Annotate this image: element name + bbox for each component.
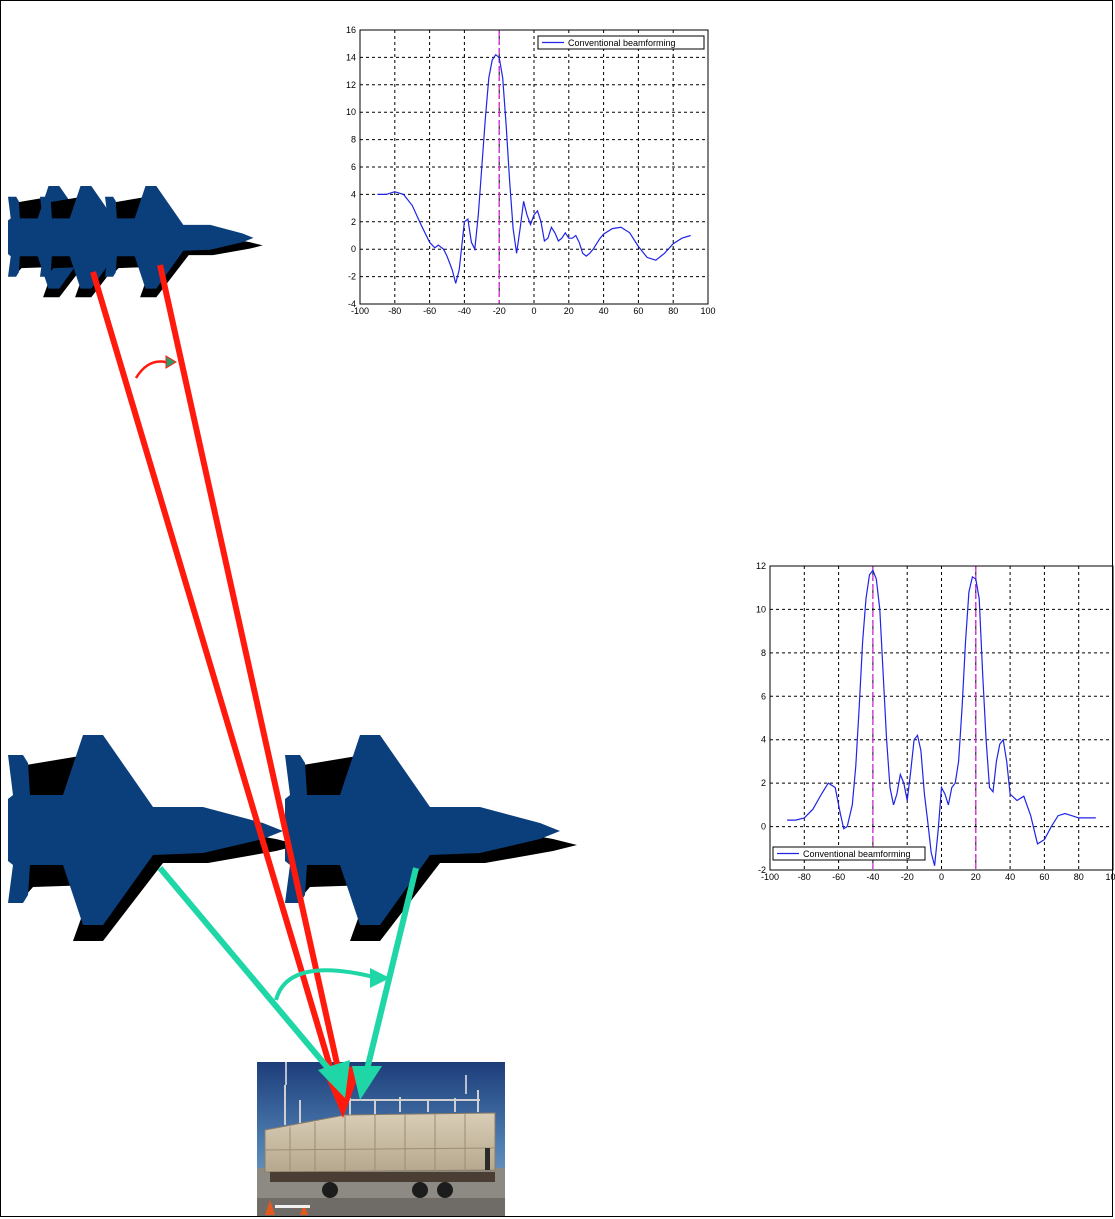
y-tick-label: 12 — [346, 80, 356, 90]
y-tick-label: 4 — [351, 189, 356, 199]
y-tick-label: 10 — [756, 604, 766, 614]
x-tick-label: -60 — [423, 306, 436, 316]
x-tick-label: 20 — [971, 872, 981, 882]
fighter-jet-icon — [105, 186, 263, 298]
x-tick-label: 60 — [633, 306, 643, 316]
aircraft-pair-bottom — [8, 735, 577, 941]
y-tick-label: 4 — [761, 735, 766, 745]
x-tick-label: -40 — [866, 872, 879, 882]
y-tick-label: 10 — [346, 107, 356, 117]
x-tick-label: -80 — [798, 872, 811, 882]
y-tick-label: -4 — [348, 299, 356, 309]
y-tick-label: 2 — [351, 217, 356, 227]
y-tick-label: 14 — [346, 52, 356, 62]
teal-arrowhead-right — [352, 1066, 382, 1100]
x-tick-label: -40 — [458, 306, 471, 316]
teal-link-right — [362, 867, 419, 1079]
teal-link-left — [157, 866, 341, 1082]
x-tick-label: -100 — [761, 872, 779, 882]
legend-label: Conventional beamforming — [568, 38, 676, 48]
chart-legend: Conventional beamforming — [772, 846, 926, 861]
y-tick-label: 8 — [761, 648, 766, 658]
beam-pattern-chart-dual: -100-80-60-40-20020406080100-2024681012C… — [756, 561, 1115, 882]
x-tick-label: -80 — [388, 306, 401, 316]
signal-links — [90, 264, 419, 1118]
legend-label: Conventional beamforming — [803, 849, 911, 859]
y-tick-label: 2 — [761, 778, 766, 788]
x-tick-label: -20 — [901, 872, 914, 882]
y-tick-label: 8 — [351, 135, 356, 145]
x-tick-label: 60 — [1039, 872, 1049, 882]
y-tick-label: 12 — [756, 561, 766, 571]
fighter-jet-icon — [285, 735, 577, 941]
x-tick-label: 100 — [1105, 872, 1115, 882]
teal-arrowhead-left — [318, 1060, 350, 1098]
plot-frame — [359, 29, 709, 305]
beam-pattern-curve — [377, 53, 691, 284]
x-tick-label: 40 — [599, 306, 609, 316]
y-tick-label: 0 — [351, 244, 356, 254]
beam-pattern-curve — [787, 569, 1096, 866]
y-tick-label: -2 — [758, 865, 766, 875]
teal-curved-arrowhead — [370, 968, 390, 988]
y-tick-label: 6 — [351, 162, 356, 172]
teal-curved-arrow — [274, 968, 379, 1001]
red-curved-arrowhead — [165, 355, 177, 369]
x-tick-label: 0 — [939, 872, 944, 882]
x-tick-label: 80 — [1074, 872, 1084, 882]
y-tick-label: 6 — [761, 691, 766, 701]
plot-frame — [769, 565, 1114, 871]
x-tick-label: -20 — [493, 306, 506, 316]
x-tick-label: 0 — [531, 306, 536, 316]
y-tick-label: 16 — [346, 25, 356, 35]
x-tick-label: 40 — [1005, 872, 1015, 882]
x-tick-label: 80 — [668, 306, 678, 316]
x-tick-label: -100 — [351, 306, 369, 316]
x-tick-label: 20 — [564, 306, 574, 316]
fighter-jet-icon — [8, 735, 300, 941]
radar-trailer-photo — [257, 1062, 505, 1216]
y-tick-label: -2 — [348, 272, 356, 282]
aircraft-formation-top — [8, 186, 263, 298]
y-tick-label: 0 — [761, 822, 766, 832]
red-link-left — [90, 271, 343, 1101]
red-link-right — [157, 264, 348, 1101]
chart-legend: Conventional beamforming — [537, 35, 705, 50]
x-tick-label: -60 — [832, 872, 845, 882]
x-tick-label: 100 — [700, 306, 715, 316]
